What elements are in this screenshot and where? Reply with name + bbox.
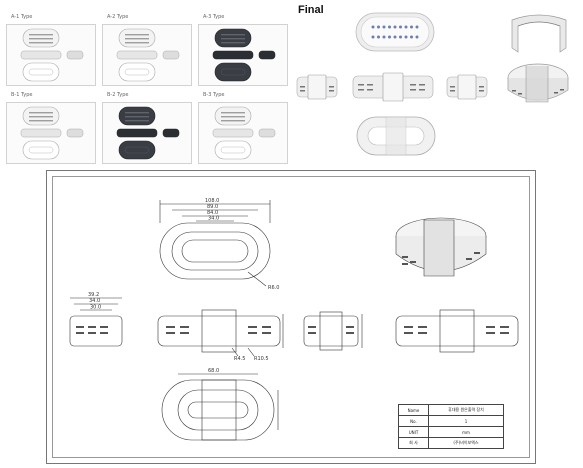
concept-panel: A-3 Type [198,14,288,86]
title-block-value: 1 [428,415,504,427]
speaker-hole-icon [382,25,386,29]
speaker-hole-icon [404,25,408,29]
final-render-side-left [296,74,338,100]
concept-panel: B-3 Type [198,92,288,164]
speaker-hole-icon [415,25,419,29]
concept-panel-label: B-1 Type [11,92,33,98]
speaker-hole-icon [415,35,419,39]
concept-panel-label: A-1 Type [11,14,33,20]
final-render-iso [507,63,569,103]
speaker-hole-icon [388,35,391,39]
dim-side-width-3: 30.0 [90,305,101,311]
concept-panel: A-1 Type [6,14,96,86]
speaker-hole-icon [371,25,375,29]
dim-width-2: 89.0 [207,204,218,210]
title-block-value: 휴대용 원은출력 장치 [428,404,504,416]
final-render-bottom [356,116,436,156]
speaker-hole-icon [399,25,402,29]
final-render-clip [511,14,567,53]
speaker-hole-icon [388,25,391,29]
title-block-key: Name [398,404,429,416]
dim-side-width-2: 34.0 [89,298,100,304]
speaker-hole-icon [399,35,402,39]
final-render-side-right [446,74,488,100]
dim-radius-top: R6.0 [268,285,279,291]
final-render-side-center [352,72,434,102]
title-block-value: (주)비이보엑스 [428,437,504,449]
concept-panel-label: A-3 Type [203,14,225,20]
dim-width-4: 34.0 [208,216,219,222]
concept-panel: B-2 Type [102,92,192,164]
concept-panel: A-2 Type [102,14,192,86]
speaker-hole-icon [382,35,386,39]
dim-bottom-width: 68.0 [208,368,219,374]
speaker-hole-icon [410,35,413,39]
title-block-row: 회 사(주)비이보엑스 [398,437,504,449]
title-block-key: No. [398,415,429,427]
title-block-key: UNIT [398,426,429,438]
speaker-hole-icon [393,25,397,29]
speaker-hole-icon [377,25,380,29]
dim-side-width-1: 39.2 [88,292,99,298]
final-render-top [355,12,435,52]
title-block-value: mm [428,426,504,438]
dim-width-3: 84.0 [207,210,218,216]
concept-panel-render [116,106,180,160]
concept-panel-render [20,28,84,82]
concept-panel-label: A-2 Type [107,14,129,20]
concept-panel-label: B-2 Type [107,92,129,98]
drawing-border [52,176,530,458]
speaker-hole-icon [410,25,413,29]
concept-panel-render [212,28,276,82]
dim-radius-mid: R4.5 [234,356,245,362]
title-block-row: No.1 [398,415,504,427]
speaker-hole-icon [377,35,380,39]
concept-panel-render [20,106,84,160]
concept-panel: B-1 Type [6,92,96,164]
final-title: Final [298,4,324,16]
dim-radius-mid-2: R10.5 [254,356,269,362]
concept-panel-render [116,28,180,82]
concept-panel-label: B-3 Type [203,92,225,98]
title-block-key: 회 사 [398,437,429,449]
speaker-hole-icon [393,35,397,39]
speaker-hole-icon [371,35,375,39]
dim-overall-width: 108.0 [205,198,219,204]
speaker-hole-icon [404,35,408,39]
concept-panel-render [212,106,276,160]
